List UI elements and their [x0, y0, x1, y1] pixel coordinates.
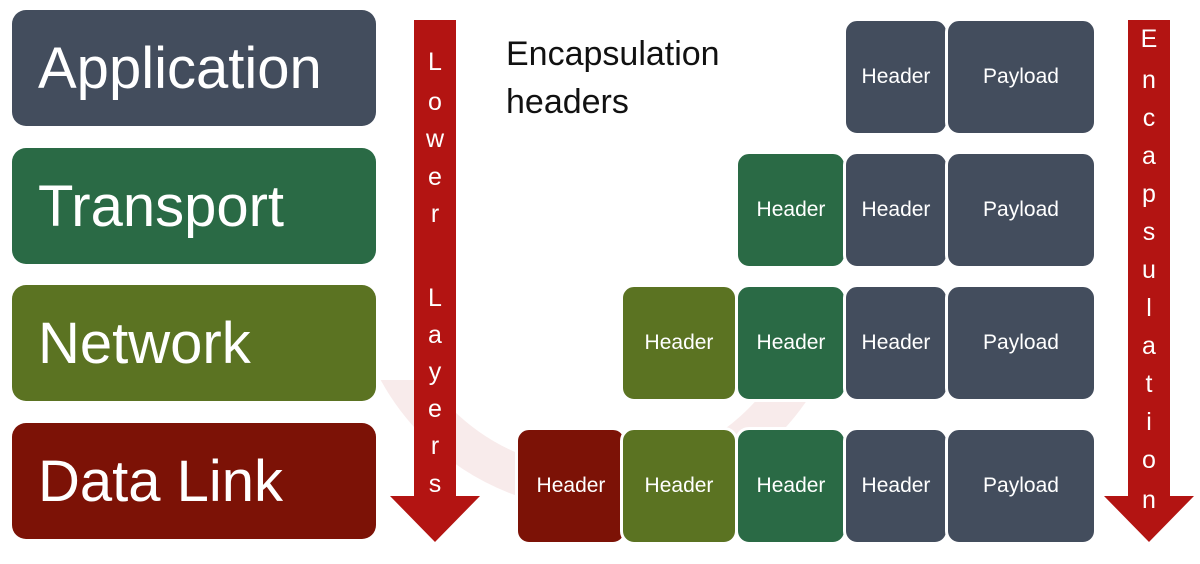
arrow-letter: s — [1142, 218, 1156, 246]
header-box: Header — [843, 427, 949, 545]
layer-label: Network — [38, 310, 251, 376]
layer-label: Data Link — [38, 448, 284, 514]
arrow-letter: n — [1142, 66, 1156, 94]
title-line-1: Encapsulation — [506, 35, 720, 73]
layer-data-link: Data Link — [12, 423, 376, 539]
header-box: Header — [843, 284, 949, 402]
header-box: Header — [843, 151, 949, 269]
header-box: Header — [843, 18, 949, 136]
encapsulation-headers-title: Encapsulation headers — [506, 30, 720, 126]
arrow-letter: a — [1142, 332, 1156, 360]
arrow-letter: i — [1146, 408, 1152, 436]
arrow-letter: s — [428, 470, 442, 498]
arrow-letter: e — [428, 395, 442, 423]
title-line-2: headers — [506, 83, 629, 121]
arrow-letter: t — [1145, 370, 1153, 398]
layer-network: Network — [12, 285, 376, 401]
payload-box: Payload — [945, 284, 1097, 402]
arrow-letter: n — [1142, 486, 1156, 514]
header-box: Header — [735, 151, 847, 269]
arrow-letter: u — [1142, 256, 1156, 284]
layer-transport: Transport — [12, 148, 376, 264]
arrow-letter: o — [428, 88, 442, 116]
payload-box: Payload — [945, 18, 1097, 136]
header-box: Header — [620, 427, 738, 545]
lower-layers-arrow — [390, 20, 480, 542]
arrow-letter: L — [428, 48, 442, 76]
arrow-letter: y — [428, 358, 442, 386]
header-box: Header — [620, 284, 738, 402]
arrow-letter: E — [1140, 25, 1158, 53]
arrow-letter: e — [428, 163, 442, 191]
layer-application: Application — [12, 10, 376, 126]
payload-box: Payload — [945, 151, 1097, 269]
arrow-letter: a — [428, 321, 442, 349]
arrow-letter: r — [430, 200, 440, 228]
arrow-letter: L — [428, 284, 442, 312]
layer-label: Transport — [38, 173, 285, 239]
encapsulation-arrow — [1104, 20, 1194, 542]
header-box: Header — [735, 284, 847, 402]
arrow-letter: l — [1146, 294, 1152, 322]
arrow-letter: a — [1142, 142, 1156, 170]
header-box: Header — [735, 427, 847, 545]
arrow-letter: w — [425, 125, 445, 153]
header-box: Header — [515, 427, 627, 545]
arrow-letter: r — [430, 432, 440, 460]
arrow-letter: p — [1142, 180, 1156, 208]
arrow-letter: c — [1142, 104, 1156, 132]
arrow-letter: o — [1142, 446, 1156, 474]
payload-box: Payload — [945, 427, 1097, 545]
layer-label: Application — [38, 35, 322, 101]
